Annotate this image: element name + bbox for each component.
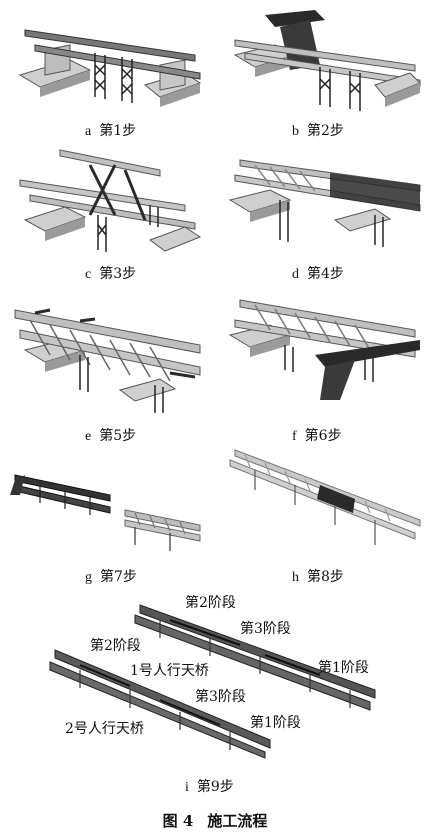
panel-step: 第6步 [304,428,342,444]
annotation-stage2-top: 第2阶段 [185,595,236,611]
panel-e-caption: e 第5步 [85,425,136,445]
panel-g-illustration [10,474,201,551]
panel-letter: a [85,124,92,139]
panel-g [10,455,210,560]
panel-c-caption: c 第3步 [85,263,136,283]
panel-f-illustration [228,299,420,400]
panel-step: 第7步 [100,569,137,585]
panel-i-illustration [49,604,376,759]
annotation-stage1-top: 第1阶段 [318,660,369,676]
figure-caption: 图 4 施工流程 [0,810,430,831]
annotation-stage3-mid: 第3阶段 [195,689,246,705]
panel-f-caption: f 第6步 [292,425,342,445]
panel-d [225,145,425,260]
panel-step: 第8步 [307,569,344,585]
panel-letter: h [292,570,299,585]
panel-b [225,5,425,115]
panel-e-illustration [14,308,201,413]
panel-step: 第1步 [99,123,137,139]
annotation-stage3-top: 第3阶段 [240,621,291,637]
annotation-stage1-mid: 第1阶段 [250,715,301,731]
panel-step: 第9步 [196,779,234,795]
panel-b-illustration [233,10,421,111]
panel-c-illustration [19,149,202,252]
panel-i-caption: i 第9步 [185,776,234,796]
panel-a-caption: a 第1步 [85,120,136,140]
panel-letter: d [292,267,299,282]
panel-step: 第2步 [307,123,344,139]
panel-h-caption: h 第8步 [292,566,344,586]
panel-a-illustration [18,29,202,107]
panel-letter: g [85,570,92,585]
panel-h-illustration [229,449,421,545]
panel-i [40,590,390,760]
panel-letter: b [292,124,299,139]
annotation-bridge2: 2号人行天桥 [65,721,144,737]
panel-a [10,5,210,115]
panel-letter: i [185,780,189,795]
panel-letter: e [85,429,92,444]
panel-e [10,295,210,415]
panel-d-illustration [228,159,421,247]
figure-title: 施工流程 [207,812,268,830]
panel-h [225,445,425,560]
annotation-stage2-left: 第2阶段 [90,638,141,654]
panel-c [10,145,210,260]
panel-step: 第3步 [99,266,137,282]
panel-b-caption: b 第2步 [292,120,344,140]
panel-g-caption: g 第7步 [85,566,137,586]
panel-f [225,295,425,415]
annotation-bridge1: 1号人行天桥 [130,663,209,679]
panel-letter: f [292,429,297,444]
panel-d-caption: d 第4步 [292,263,344,283]
panel-step: 第5步 [99,428,137,444]
figure-label: 图 4 [162,812,194,830]
panel-letter: c [85,267,92,282]
panel-step: 第4步 [307,266,344,282]
